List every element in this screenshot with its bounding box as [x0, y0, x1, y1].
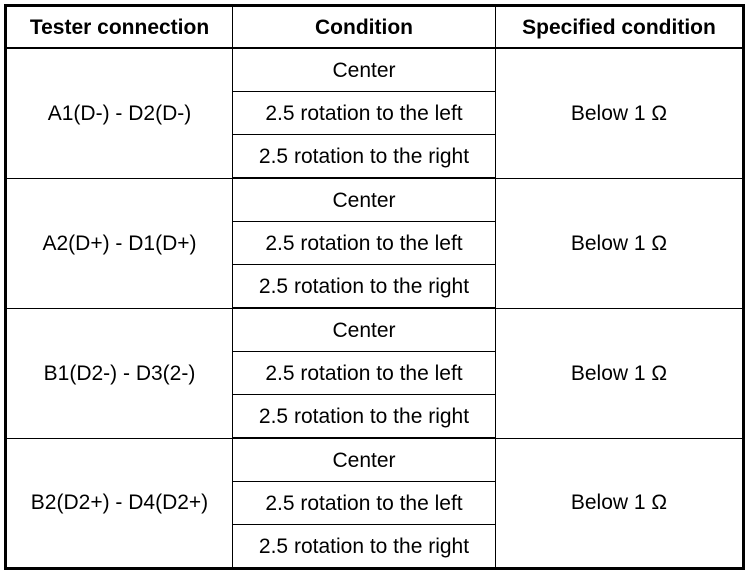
- specified-condition-cell: Below 1 Ω: [495, 47, 744, 179]
- specified-condition-cell: Below 1 Ω: [495, 437, 744, 569]
- condition-cell: 2.5 rotation to the left: [232, 91, 496, 135]
- condition-cell: 2.5 rotation to the right: [232, 394, 496, 439]
- condition-cell: 2.5 rotation to the left: [232, 351, 496, 395]
- condition-cell: 2.5 rotation to the left: [232, 221, 496, 265]
- tester-connection-cell: B1(D2-) - D3(2-): [5, 307, 233, 439]
- tester-connection-cell: B2(D2+) - D4(D2+): [5, 437, 233, 569]
- table-row: 2.5 rotation to the right: [6, 134, 744, 179]
- table-row: 2.5 rotation to the right: [6, 524, 744, 569]
- condition-cell: 2.5 rotation to the right: [232, 264, 496, 309]
- table-row: A1(D-) - D2(D-) Center Below 1 Ω: [5, 47, 744, 179]
- condition-cell: Center: [232, 437, 496, 482]
- condition-cell: Center: [232, 307, 496, 352]
- table-row: 2.5 rotation to the left: [6, 351, 744, 395]
- table-row: 2.5 rotation to the right: [6, 394, 744, 439]
- table-row: A2(D+) - D1(D+) Center Below 1 Ω: [5, 177, 744, 309]
- specified-condition-cell: Below 1 Ω: [495, 177, 744, 309]
- header-row: Tester connection Condition Specified co…: [5, 5, 744, 49]
- condition-cell: 2.5 rotation to the right: [232, 134, 496, 179]
- specified-condition-cell: Below 1 Ω: [495, 307, 744, 439]
- table-row: B2(D2+) - D4(D2+) Center Below 1 Ω: [5, 437, 744, 569]
- condition-cell: Center: [232, 177, 496, 222]
- header-condition: Condition: [232, 5, 496, 49]
- condition-cell: 2.5 rotation to the left: [232, 481, 496, 525]
- specification-table: Tester connection Condition Specified co…: [4, 4, 745, 570]
- table-row: B1(D2-) - D3(2-) Center Below 1 Ω: [5, 307, 744, 439]
- header-tester-connection: Tester connection: [5, 5, 233, 49]
- tester-connection-cell: A2(D+) - D1(D+): [5, 177, 233, 309]
- table-row: 2.5 rotation to the left: [6, 221, 744, 265]
- table-row: 2.5 rotation to the left: [6, 481, 744, 525]
- condition-cell: 2.5 rotation to the right: [232, 524, 496, 569]
- table-row: 2.5 rotation to the right: [6, 264, 744, 309]
- header-specified-condition: Specified condition: [495, 5, 744, 49]
- tester-connection-cell: A1(D-) - D2(D-): [5, 47, 233, 179]
- table-row: 2.5 rotation to the left: [6, 91, 744, 135]
- condition-cell: Center: [232, 47, 496, 92]
